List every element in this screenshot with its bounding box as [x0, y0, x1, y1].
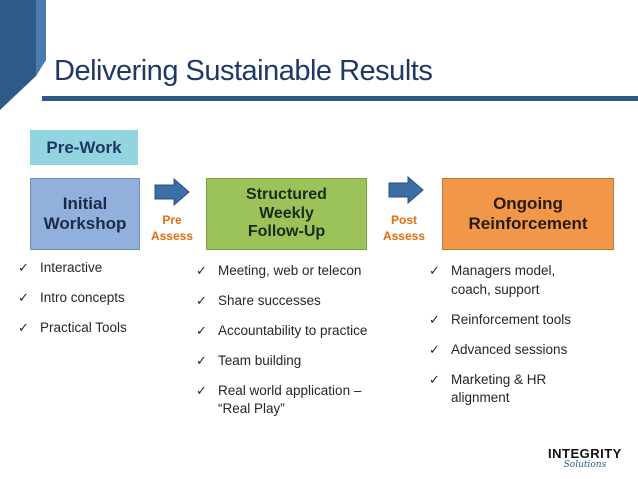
list-item: ✓Accountability to practice: [196, 322, 396, 341]
stage-initial-line-2: Workshop: [43, 214, 127, 233]
stage-weekly-line-1: Structured: [246, 186, 327, 204]
stage-structured-weekly: Structured Weekly Follow-Up: [206, 178, 367, 250]
pre-assess-line-1: Pre: [162, 213, 182, 227]
weekly-followup-list: ✓Meeting, web or telecon ✓Share successe…: [196, 262, 396, 430]
checkmark-icon: ✓: [18, 319, 29, 335]
checkmark-icon: ✓: [429, 371, 440, 387]
ongoing-reinforcement-list: ✓Managers model, coach, support ✓Reinfor…: [429, 262, 589, 419]
post-assess-line-1: Post: [390, 213, 417, 227]
checkmark-icon: ✓: [429, 341, 440, 357]
post-assess-line-2: Assess: [382, 228, 426, 243]
post-assess-label: Post Assess: [382, 213, 426, 244]
list-item: ✓Intro concepts: [18, 289, 178, 308]
checkmark-icon: ✓: [196, 322, 207, 338]
stage-weekly-line-2: Weekly: [259, 204, 314, 222]
checkmark-icon: ✓: [429, 263, 440, 278]
checkmark-icon: ✓: [18, 289, 29, 305]
title-divider: [42, 96, 638, 101]
stage-weekly-line-3: Follow-Up: [247, 223, 326, 241]
list-item: ✓Reinforcement tools: [429, 311, 589, 330]
list-item: ✓Meeting, web or telecon: [196, 262, 396, 281]
checkmark-icon: ✓: [196, 352, 207, 368]
stage-initial-line-1: Initial: [62, 194, 108, 214]
pre-assess-line-2: Assess: [150, 228, 194, 243]
list-item: ✓Managers model, coach, support: [429, 263, 556, 297]
page-title: Delivering Sustainable Results: [54, 55, 433, 87]
prework-label: Pre-Work: [30, 130, 138, 165]
checkmark-icon: ✓: [196, 382, 207, 398]
checkmark-icon: ✓: [429, 311, 440, 327]
decorative-corner-chevron: [0, 0, 46, 110]
list-item: ✓Team building: [196, 352, 396, 371]
list-item: ✓Practical Tools: [18, 319, 178, 338]
list-item: ✓Interactive: [18, 259, 178, 278]
integrity-logo: INTEGRITY Solutions: [548, 446, 622, 470]
stage-initial-workshop: Initial Workshop: [30, 178, 140, 250]
initial-workshop-list: ✓Interactive ✓Intro concepts ✓Practical …: [18, 259, 178, 349]
right-arrow-icon: [154, 178, 190, 206]
checkmark-icon: ✓: [18, 260, 29, 275]
checkmark-icon: ✓: [196, 263, 207, 278]
stage-ongoing-reinforcement: Ongoing Reinforcement: [442, 178, 614, 250]
right-arrow-icon: [388, 176, 424, 204]
list-item: ✓Real world application – “Real Play”: [196, 382, 362, 417]
list-item: ✓Marketing & HR alignment: [429, 371, 547, 406]
stage-ongoing-line-1: Ongoing: [493, 194, 563, 214]
checkmark-icon: ✓: [196, 292, 207, 308]
list-item: ✓Share successes: [196, 292, 396, 311]
pre-assess-label: Pre Assess: [150, 213, 194, 244]
stage-ongoing-line-2: Reinforcement: [468, 214, 588, 233]
list-item: ✓Advanced sessions: [429, 341, 589, 360]
